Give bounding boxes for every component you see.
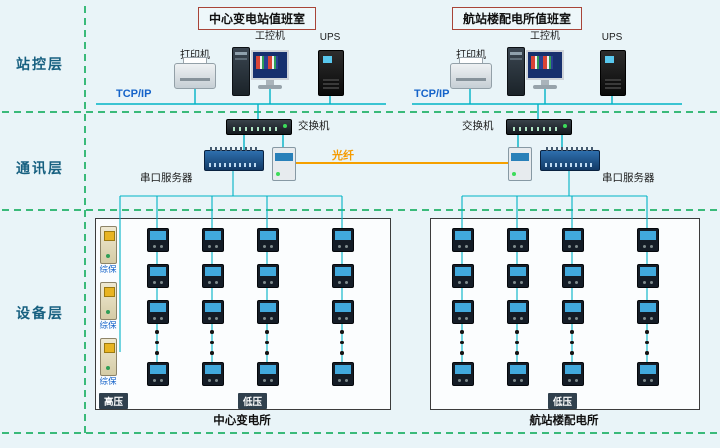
protection-device-icon [100,338,117,376]
layer-label-station: 站控层 [16,56,64,72]
layer-label-device: 设备层 [16,305,64,321]
meter-column [147,228,169,386]
power-meter-icon [147,300,169,324]
power-meter-icon [257,362,279,386]
power-meter-icon [562,228,584,252]
power-meter-icon [562,300,584,324]
power-meter-icon [452,300,474,324]
power-meter-icon [637,264,659,288]
right-tcpip-label: TCP/IP [414,88,450,100]
meter-column [507,228,529,386]
ellipsis-dots [155,330,159,362]
power-meter-icon [332,362,354,386]
power-meter-icon [202,300,224,324]
power-meter-icon [452,228,474,252]
power-meter-icon [452,362,474,386]
lv-section-tag: 低压 [548,393,578,409]
fiber-converter-icon [272,147,296,181]
left-printer-label: 打印机 [180,50,210,61]
fiber-converter-icon [508,147,532,181]
power-meter-icon [507,228,529,252]
ellipsis-dots [645,330,649,362]
right-room-title: 航站楼配电所值班室 [452,7,583,30]
protection-device-icon [100,226,117,264]
ipc-tower-icon [232,47,250,96]
power-meter-icon [257,228,279,252]
left-ipc-label: 工控机 [255,31,285,42]
power-meter-icon [147,264,169,288]
ethernet-switch-icon [506,119,572,135]
ipc-monitor-icon [526,50,564,89]
meter-column [452,228,474,386]
meter-column [202,228,224,386]
protection-label: 综保 [99,320,117,330]
power-meter-icon [202,228,224,252]
ups-icon [600,50,626,96]
meter-column [257,228,279,386]
ellipsis-dots [210,330,214,362]
power-meter-icon [507,264,529,288]
ellipsis-dots [265,330,269,362]
left-switch-label: 交换机 [298,120,330,132]
power-meter-icon [452,264,474,288]
power-meter-icon [562,362,584,386]
power-meter-icon [507,362,529,386]
ellipsis-dots [460,330,464,362]
serial-server-icon [204,147,264,171]
lv-section-tag: 低压 [238,393,268,409]
power-meter-icon [637,300,659,324]
left-panel-caption: 中心变电所 [213,415,271,427]
ipc-monitor-icon [251,50,289,89]
ups-icon [318,50,344,96]
ipc-tower-icon [507,47,525,96]
power-meter-icon [332,228,354,252]
hv-section-tag: 高压 [99,393,129,409]
right-serial-label: 串口服务器 [602,172,655,184]
right-ipc-label: 工控机 [530,31,560,42]
power-meter-icon [637,362,659,386]
printer-icon [174,57,216,89]
ethernet-switch-icon [226,119,292,135]
meter-column [637,228,659,386]
ellipsis-dots [340,330,344,362]
power-meter-icon [507,300,529,324]
power-meter-icon [637,228,659,252]
right-panel-caption: 航站楼配电所 [529,415,599,427]
power-meter-icon [257,264,279,288]
printer-icon [450,57,492,89]
right-ups-label: UPS [601,32,623,43]
power-meter-icon [147,362,169,386]
power-meter-icon [257,300,279,324]
power-meter-icon [202,362,224,386]
power-meter-icon [202,264,224,288]
meter-column [562,228,584,386]
serial-server-icon [540,147,600,171]
right-printer-label: 打印机 [456,50,486,61]
power-meter-icon [332,264,354,288]
protection-device-icon [100,282,117,320]
left-serial-label: 串口服务器 [140,172,193,184]
fiber-label: 光纤 [332,150,354,162]
right-switch-label: 交换机 [462,120,494,132]
protection-label: 综保 [99,376,117,386]
left-tcpip-label: TCP/IP [116,88,152,100]
power-meter-icon [332,300,354,324]
protection-label: 综保 [99,264,117,274]
ellipsis-dots [570,330,574,362]
meter-column [332,228,354,386]
power-meter-icon [147,228,169,252]
left-ups-label: UPS [319,32,341,43]
ellipsis-dots [515,330,519,362]
power-meter-icon [562,264,584,288]
layer-label-comm: 通讯层 [16,160,64,176]
left-room-title: 中心变电站值班室 [198,7,317,30]
